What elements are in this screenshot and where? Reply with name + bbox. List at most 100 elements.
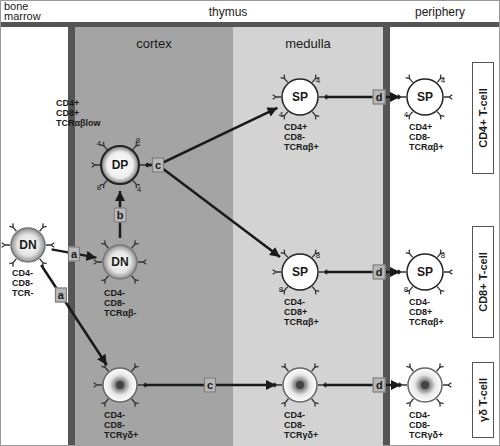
cell-membrane bbox=[282, 79, 318, 115]
step-label: d bbox=[373, 265, 386, 280]
receptor-spikes bbox=[94, 363, 147, 406]
marker-list: CD4+ CD8+ TCRαβlow bbox=[56, 98, 101, 128]
marker-list: CD4- CD8- TCRαβ- bbox=[104, 288, 137, 318]
cell-type-box: γδ T-cell bbox=[472, 362, 494, 438]
cell-membrane bbox=[408, 368, 442, 402]
receptor-spikes bbox=[92, 142, 149, 188]
cell-circle: CD4- CD8- TCRγδ+ bbox=[282, 367, 318, 403]
cell-type-box: CD8+ T-cell bbox=[472, 226, 494, 338]
step-label: d bbox=[373, 378, 386, 393]
cell-nucleus bbox=[116, 381, 124, 389]
cell-outline bbox=[102, 367, 138, 403]
region-heading: bone marrow bbox=[4, 1, 41, 21]
step-label: c bbox=[204, 378, 216, 393]
step-label: a bbox=[68, 246, 80, 261]
receptor-number: 4 bbox=[316, 76, 320, 85]
marker-list: CD4- CD8- TCRγδ+ bbox=[104, 410, 138, 440]
development-arrow bbox=[325, 96, 400, 99]
cell-name: DN bbox=[19, 238, 36, 252]
development-arrow bbox=[144, 384, 276, 387]
region-band: medullaSPCD4+ CD8- TCRαβ+SPCD4- CD8+ TCR… bbox=[233, 27, 383, 446]
cell-circle: DPCD4+ CD8+ TCRαβlow bbox=[100, 145, 140, 185]
cell-nucleus bbox=[296, 381, 304, 389]
cell-outline bbox=[282, 367, 318, 403]
marrow-thymus-border bbox=[68, 22, 75, 446]
development-arrow bbox=[324, 384, 401, 387]
receptor-number: 4 bbox=[441, 76, 445, 85]
development-arrow bbox=[41, 265, 107, 365]
marker-list: CD4- CD8+ TCRαβ+ bbox=[284, 297, 319, 327]
receptor-number: 8 bbox=[97, 183, 101, 192]
development-arrow bbox=[119, 191, 122, 238]
receptor-number: 8 bbox=[316, 251, 320, 260]
cell-type-label: CD8+ T-cell bbox=[477, 252, 489, 312]
cell-circle: CD4- CD8- TCRγδ+ bbox=[102, 367, 138, 403]
cell-membrane bbox=[11, 228, 45, 262]
cell-membrane bbox=[283, 368, 317, 402]
cell-type-label: CD4+ T-cell bbox=[477, 88, 489, 148]
receptor-spikes bbox=[274, 363, 327, 406]
cell-circle: SPCD4- CD8+ TCRαβ+ bbox=[281, 253, 319, 291]
step-label: c bbox=[152, 158, 164, 173]
cell-name: SP bbox=[292, 90, 308, 104]
cell-membrane bbox=[101, 146, 139, 184]
receptor-number: 4 bbox=[137, 185, 141, 194]
receptor-number: 8 bbox=[136, 136, 140, 145]
cell-type-label: γδ T-cell bbox=[477, 378, 489, 422]
receptor-number: 4 bbox=[97, 139, 101, 148]
cell-membrane bbox=[407, 79, 443, 115]
receptor-number: 4 bbox=[404, 110, 408, 119]
step-label: a bbox=[55, 288, 67, 303]
receptor-spikes bbox=[2, 223, 55, 266]
cell-membrane bbox=[407, 254, 443, 290]
step-label: b bbox=[114, 207, 127, 222]
marker-list: CD4+ CD8- TCRαβ+ bbox=[409, 122, 444, 152]
cell-circle: SPCD4+ CD8- TCRαβ+ bbox=[281, 78, 319, 116]
cell-membrane bbox=[282, 254, 318, 290]
receptor-number: 8 bbox=[441, 251, 445, 260]
step-label: c bbox=[152, 158, 164, 173]
step-label: d bbox=[373, 90, 386, 105]
region-heading: thymus bbox=[209, 5, 248, 19]
marker-list: CD4- CD8+ TCRαβ+ bbox=[409, 297, 444, 327]
region-name: medulla bbox=[285, 36, 331, 51]
cell-circle: SPCD4+ CD8- TCRαβ+ bbox=[406, 78, 444, 116]
thymus-periphery-border bbox=[383, 22, 390, 446]
region-heading: periphery bbox=[415, 5, 465, 19]
development-arrow bbox=[146, 165, 280, 257]
development-arrow bbox=[52, 249, 97, 257]
marker-list: CD4- CD8- TCR- bbox=[12, 268, 33, 298]
cell-outline bbox=[407, 367, 443, 403]
receptor-spikes bbox=[399, 363, 452, 406]
cell-membrane bbox=[103, 245, 137, 279]
cell-type-box: CD4+ T-cell bbox=[472, 62, 494, 174]
receptor-spikes bbox=[273, 250, 328, 295]
cell-membrane bbox=[103, 368, 137, 402]
cell-name: SP bbox=[292, 265, 308, 279]
cell-circle: CD4- CD8- TCRγδ+ bbox=[407, 367, 443, 403]
receptor-number: 8 bbox=[404, 285, 408, 294]
receptor-spikes bbox=[398, 250, 453, 295]
cell-name: DN bbox=[111, 255, 128, 269]
marker-list: CD4+ CD8- TCRαβ+ bbox=[284, 122, 319, 152]
receptor-spikes bbox=[273, 75, 328, 120]
cell-circle: DNCD4- CD8- TCRαβ- bbox=[102, 244, 138, 280]
development-arrow bbox=[325, 271, 400, 274]
receptor-number: 8 bbox=[279, 285, 283, 294]
marker-list: CD4- CD8- TCRγδ+ bbox=[284, 410, 318, 440]
marker-list: CD4- CD8- TCRγδ+ bbox=[409, 410, 443, 440]
cell-circle: SPCD4- CD8+ TCRαβ+ bbox=[406, 253, 444, 291]
receptor-spikes bbox=[398, 75, 453, 120]
cell-name: DP bbox=[112, 158, 129, 172]
cell-nucleus bbox=[421, 381, 429, 389]
cell-name: SP bbox=[417, 265, 433, 279]
region-name: cortex bbox=[136, 36, 171, 51]
receptor-number: 4 bbox=[279, 110, 283, 119]
development-arrow bbox=[146, 108, 277, 165]
region-band: cortexDPCD4+ CD8+ TCRαβlowDNCD4- CD8- TC… bbox=[75, 27, 233, 446]
